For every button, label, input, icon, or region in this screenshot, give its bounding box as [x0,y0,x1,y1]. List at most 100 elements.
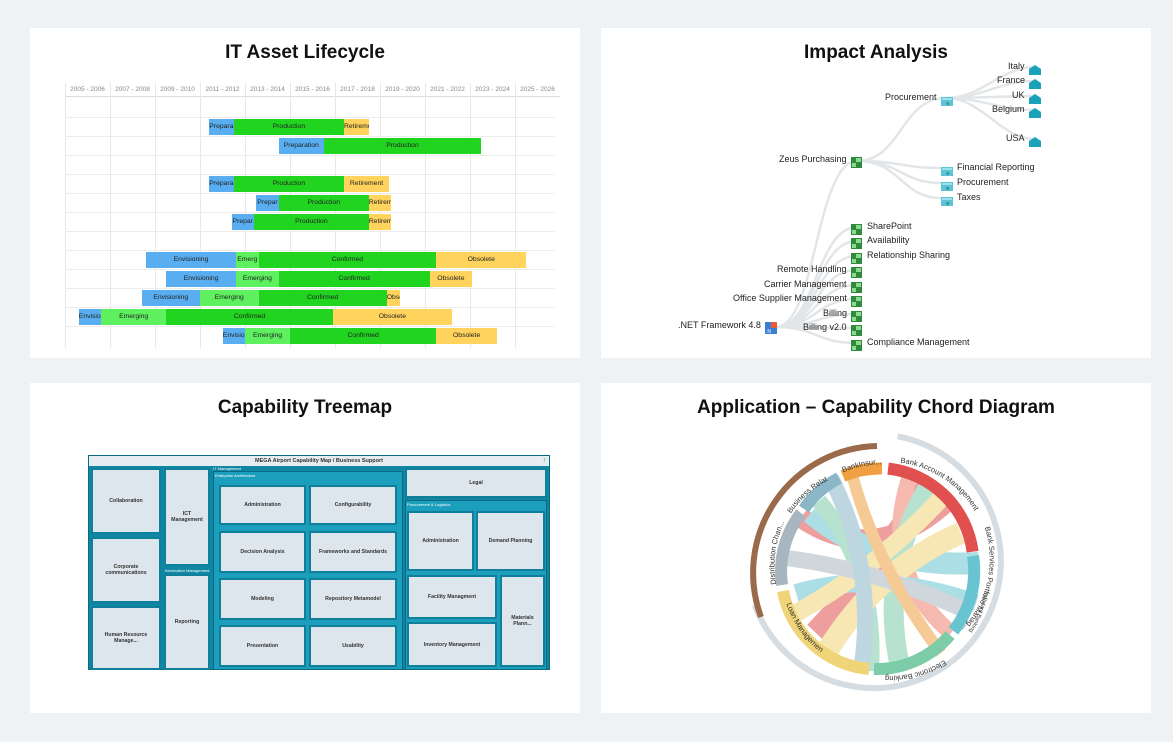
gantt-bar-ret[interactable]: Obsolete [332,309,452,325]
application-icon[interactable] [851,155,862,173]
treemap-cell-inventory[interactable]: Inventory Management [407,622,497,667]
gantt-bar-prep[interactable]: Envisio [222,328,245,344]
gantt-bar-prep[interactable]: Envisioning [141,290,200,306]
treemap-cell-corporate[interactable]: Corporate communications [91,537,161,603]
impact-node-label[interactable]: Remote Handling [777,264,847,274]
gantt-bar-prep[interactable]: Prepara [209,176,234,192]
impact-node-label[interactable]: Financial Reporting [957,162,1035,172]
treemap-cell-ict[interactable]: ICT Management [164,468,210,566]
impact-node-label[interactable]: Belgium [992,104,1025,114]
application-icon[interactable] [851,251,862,269]
impact-node-label[interactable]: Availability [867,235,910,245]
treemap-cell-modeling[interactable]: Modeling [219,578,306,620]
application-icon[interactable] [851,265,862,283]
gantt-bar-emg[interactable]: Emerging [245,328,290,344]
gantt-bar-prod[interactable]: Production [254,214,369,230]
treemap-expand-icon[interactable]: ↑ [542,457,547,464]
gantt-bar-prod[interactable]: Confirmed [258,290,387,306]
impact-node-label[interactable]: Procurement [885,92,937,102]
treemap-cell-hr[interactable]: Human Resource Manage... [91,606,161,670]
impact-node-label[interactable]: .NET Framework 4.8 [678,320,761,330]
impact-node-label[interactable]: Office Supplier Management [733,293,847,303]
site-icon[interactable] [1029,91,1041,109]
gantt-period-header: 2013 - 2014 [245,83,290,97]
gantt-bar-emg[interactable]: Emerging [101,309,167,325]
gantt-bar-ret[interactable]: Retirement [344,119,369,135]
gantt-bar-ret[interactable]: Retirement [368,214,392,230]
gantt-bar-prod[interactable]: Confirmed [166,309,333,325]
gantt-bar-prep[interactable]: Prepar [256,195,279,211]
gantt-bar-ret[interactable]: Obsolete [386,290,401,306]
impact-node-label[interactable]: USA [1006,133,1025,143]
site-icon[interactable] [1029,76,1041,94]
impact-node-label[interactable]: Carrier Management [764,279,847,289]
gantt-bar-prod[interactable]: Production [278,195,369,211]
treemap-cell-legal[interactable]: Legal [405,468,547,498]
impact-node-label[interactable]: Billing [823,308,848,318]
site-icon[interactable] [1029,62,1041,80]
gantt-bar-prep[interactable]: Preparation [278,138,324,154]
treemap-cell-proc-admin[interactable]: Administration [407,511,474,571]
impact-node-label[interactable]: Taxes [957,192,981,202]
application-icon[interactable] [851,338,862,356]
application-icon[interactable] [851,323,862,341]
treemap-cell-frameworks[interactable]: Frameworks and Standards [309,531,397,573]
impact-node-label[interactable]: Zeus Purchasing [779,154,847,164]
treemap-cell-usability[interactable]: Usability [309,625,397,667]
application-icon[interactable] [851,309,862,327]
gantt-bar-prod[interactable]: Confirmed [278,271,430,287]
gantt-bar-ret[interactable]: Obsolete [436,328,497,344]
technology-icon[interactable]: .N [765,321,777,339]
treemap-cell-demand[interactable]: Demand Planning [476,511,545,571]
site-icon[interactable] [1029,105,1041,123]
gantt-bar-prod[interactable]: Confirmed [258,252,437,268]
gantt-bar-prod[interactable]: Production [323,138,482,154]
treemap-cell-decision[interactable]: Decision Analysis [219,531,306,573]
data-table-icon[interactable]: ⚙ [941,193,953,211]
impact-node-label[interactable]: Compliance Management [867,337,970,347]
gantt-bar-prep[interactable]: Prepar [231,214,254,230]
gantt-bar-emg[interactable]: Emerg [236,252,259,268]
gantt-bar-emg[interactable]: Emerging [236,271,279,287]
impact-node-label[interactable]: France [997,75,1026,85]
impact-node-label[interactable]: Procurement [957,177,1009,187]
treemap-cell-materials[interactable]: Materials Plann... [500,575,545,667]
gantt-bar-prep[interactable]: Envisio [78,309,101,325]
treemap-cell-presentation[interactable]: Presentation [219,625,306,667]
data-table-icon[interactable]: ⚙ [941,178,953,196]
impact-node-label[interactable]: Relationship Sharing [867,250,951,260]
impact-node-label[interactable]: Italy [1008,61,1025,71]
gantt-bar-ret[interactable]: Obsolete [429,271,473,287]
impact-node-label[interactable]: Billing v2.0 [803,322,847,332]
gantt-bar-prep[interactable]: Envisioning [146,252,236,268]
treemap-cell-configurability[interactable]: Configurability [309,485,397,525]
gantt-period-header: 2011 - 2012 [200,83,245,97]
application-icon[interactable] [851,294,862,312]
impact-node-label[interactable]: SharePoint [867,221,912,231]
gantt-bar-prod[interactable]: Confirmed [290,328,437,344]
gantt-bar-emg[interactable]: Emerging [200,290,259,306]
gantt-bar-prep[interactable]: Envisioning [166,271,236,287]
application-icon[interactable] [851,280,862,298]
application-icon[interactable] [851,222,862,240]
gantt-gridline [110,83,111,348]
data-table-icon[interactable]: ⚙ [941,163,953,181]
impact-node-label[interactable]: UK [1012,90,1025,100]
gantt-bar-ret[interactable]: Retirement [344,176,389,192]
application-icon[interactable] [851,236,862,254]
gantt-bar-prep[interactable]: Prepara [209,119,234,135]
gantt-bar-prod[interactable]: Production [233,119,344,135]
gantt-bar-ret[interactable]: Obsolete [436,252,527,268]
site-icon[interactable] [1029,134,1041,152]
treemap-cell-reporting[interactable]: Reporting [164,574,210,670]
treemap-cell-administration[interactable]: Administration [219,485,306,525]
treemap-cell-repository[interactable]: Repository Metamodel [309,578,397,620]
treemap-cell-facility[interactable]: Facility Managment [407,575,497,619]
gantt-period-header: 2023 - 2024 [470,83,515,97]
gantt-bar-prod[interactable]: Production [233,176,344,192]
data-table-icon[interactable]: ⚙ [941,93,953,111]
gantt-bar-ret[interactable]: Retirement [368,195,392,211]
treemap-cell-collaboration[interactable]: Collaboration [91,468,161,534]
gantt-row-line [65,231,555,232]
